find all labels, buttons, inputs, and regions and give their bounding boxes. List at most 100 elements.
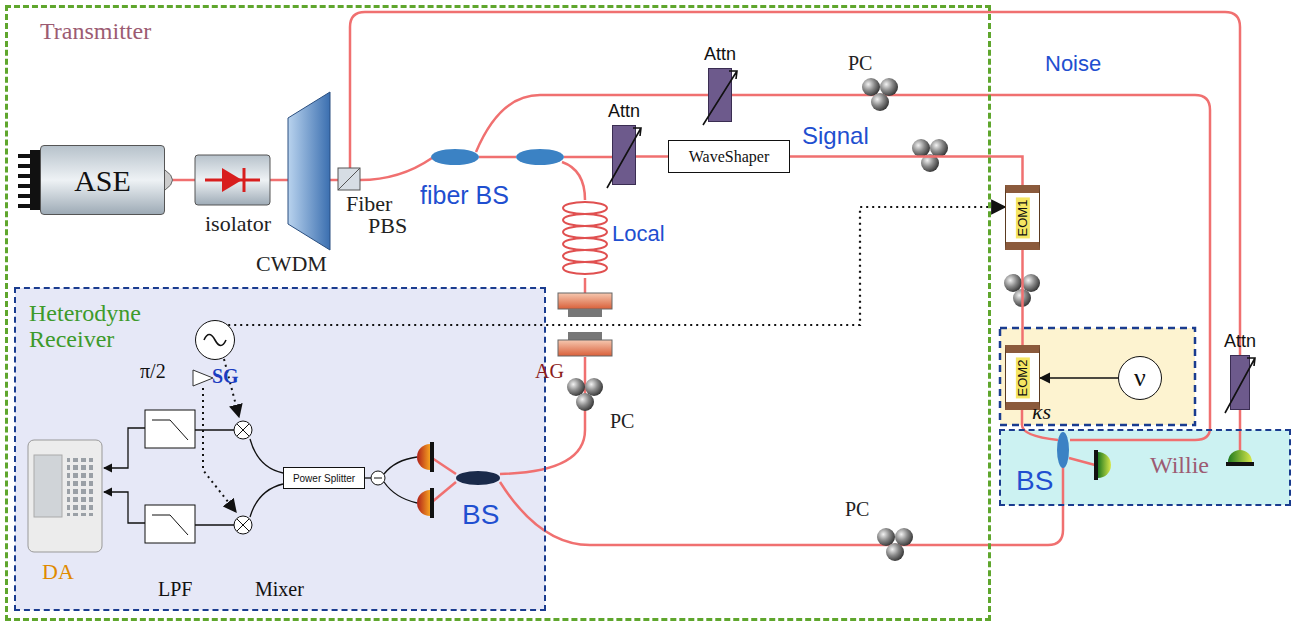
subtractor [371,471,385,485]
drawing-part [417,444,430,470]
drawing-part [145,410,195,448]
mixer [234,516,252,534]
drawing-part [104,492,145,523]
power-splitter: Power Splitter [283,467,365,489]
drawing-part [34,455,62,517]
drawing-part [432,482,456,502]
drawing-part [18,174,30,178]
drawing-part [384,457,417,474]
lpf-box [145,410,195,543]
drawing-part [195,524,234,525]
drawing-part [152,515,188,535]
mixer [234,421,252,439]
node-text: WaveShaper [689,148,769,166]
drawing-part [430,488,434,518]
ag-mount [558,332,612,356]
part-label: Fiber [346,192,392,216]
sine-symbol [196,321,234,359]
drawing-part [234,421,252,439]
part-label: Mixer [255,578,304,600]
part-label: BS [462,500,499,531]
part-label: π/2 [140,360,166,382]
drawing-part [1069,458,1095,465]
attenuator-arrow [613,126,635,184]
drawing-part [568,309,602,317]
polarization-controller [862,78,898,111]
part-label: CWDM [256,252,327,276]
signal-generator: SG [195,320,235,360]
receiver-bs [456,471,500,485]
node-text: Heterodyne Receiver [29,300,169,353]
drawing-part [432,458,456,474]
part-label: fiber BS [420,182,509,210]
receiver-fill [15,288,545,610]
analyzer-instrument [28,440,102,552]
connector [1040,377,1118,379]
part-label: isolator [205,212,271,236]
waveshaper-box: WaveShaper [668,140,790,173]
attenuator-arrow [709,69,731,121]
drawing-part [330,179,338,182]
node-text: SG [212,365,239,387]
drawing-part [18,184,30,188]
drawing-part [237,519,249,531]
photodiode [417,442,434,472]
drawing-part [237,424,249,436]
node-text: Transmitter [40,18,151,44]
drawing-part [1094,450,1098,480]
drawing-part [152,420,188,440]
drawing-part [250,484,283,517]
drawing-part [568,332,602,340]
drawing-part [193,370,213,386]
drawing-part [476,95,1210,440]
drawing-part [104,428,145,468]
drawing-part [500,357,585,474]
drawing-part [563,226,607,238]
node-text: Attn [1224,332,1256,352]
modulation-region [1000,328,1195,425]
polarization-controller [567,378,603,411]
delay-mount [558,293,612,317]
drawing-part [564,156,612,159]
drawing-part [365,477,371,478]
drawing-part [563,214,607,226]
drawing-part [1098,452,1111,478]
symbol-stroke [1225,358,1255,413]
receiver-region: Heterodyne ReceiverPower Splitter SG [15,288,545,610]
photodiode [417,488,434,518]
attenuator: Attn [612,125,636,185]
drawing-part [417,490,430,516]
drawing-part [18,194,30,198]
drawing-part [28,440,102,552]
fiber-bs [516,149,564,165]
pbs-cube [338,168,360,190]
polarization-controller [877,528,913,561]
edge-label: Signal [802,123,869,149]
symbol-stroke [204,335,226,346]
drawing-part [563,238,607,250]
part-label: AG [535,360,564,382]
drawing-part [338,168,360,190]
willie-detector [1094,450,1111,480]
attenuator: Attn [708,68,732,122]
node-text: EOM1 [1015,197,1029,238]
drawing-part [500,466,1063,545]
drawing-part [360,158,432,180]
part-label: BS [1016,466,1053,497]
connector [228,207,1005,325]
drawing-part [203,388,236,512]
part-label: Local [612,222,665,246]
attenuator: Attn [1230,355,1250,410]
drawing-part [562,162,585,200]
drawing-part [165,170,173,190]
drawing-part [563,202,607,214]
drawing-part [67,458,93,516]
drawing-part [584,278,587,293]
node-text: ASE [74,164,131,197]
drawing-part [195,155,270,205]
part-label: DA [42,560,74,584]
drawing-part [558,340,612,356]
drawing-part [195,429,234,430]
part-label: PC [848,52,872,74]
